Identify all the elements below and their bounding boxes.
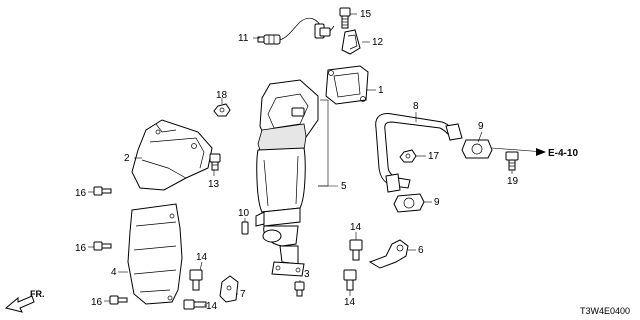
front-direction-marker: FR. bbox=[4, 289, 45, 313]
callout-8: 8 bbox=[413, 101, 419, 112]
callout-14: 14 bbox=[196, 252, 208, 263]
oxygen-sensor[interactable] bbox=[257, 17, 335, 45]
pipe-gasket-upper[interactable] bbox=[461, 139, 493, 159]
callout-9: 9 bbox=[478, 121, 484, 132]
sensor-bracket[interactable] bbox=[341, 29, 361, 55]
reference-code[interactable]: E-4-10 bbox=[548, 148, 578, 159]
callout-16-middle: 16 bbox=[75, 243, 87, 254]
callout-5: 5 bbox=[341, 181, 347, 192]
stay-bracket[interactable] bbox=[219, 275, 239, 303]
leader-lines bbox=[88, 13, 513, 306]
callout-16: 16 bbox=[75, 188, 87, 199]
callout-14-lower-left: 14 bbox=[206, 301, 218, 312]
upper-heat-shield[interactable] bbox=[131, 119, 213, 191]
callout-9-lower: 9 bbox=[434, 197, 440, 208]
front-label: FR. bbox=[30, 289, 45, 299]
manifold-gasket[interactable] bbox=[325, 65, 369, 105]
bolt-13[interactable] bbox=[209, 153, 221, 171]
exhaust-pipe[interactable] bbox=[375, 113, 463, 193]
bolt-16-lower[interactable] bbox=[109, 295, 128, 305]
bolt-14-left[interactable] bbox=[189, 269, 203, 291]
bolt-19[interactable] bbox=[505, 151, 519, 171]
pipe-bracket[interactable] bbox=[368, 239, 409, 269]
callout-labels: 1 2 3 4 5 6 7 8 9 10 11 12 13 14 15 16 1… bbox=[75, 9, 519, 312]
reference-link[interactable]: E-4-10 bbox=[491, 147, 578, 159]
bolt-14-right[interactable] bbox=[349, 239, 363, 261]
lower-heat-shield[interactable] bbox=[127, 203, 183, 305]
callout-1: 1 bbox=[378, 85, 384, 96]
bolt-15[interactable] bbox=[339, 7, 351, 29]
callout-2: 2 bbox=[124, 153, 130, 164]
bolt-16-upper[interactable] bbox=[93, 186, 112, 196]
callout-16-lower: 16 bbox=[91, 297, 103, 308]
bolt-14-lower-left[interactable] bbox=[183, 299, 207, 310]
callout-10: 10 bbox=[238, 208, 250, 219]
callout-15: 15 bbox=[360, 9, 372, 20]
diagram-code: T3W4E0400 bbox=[580, 306, 630, 316]
nut-18[interactable] bbox=[213, 103, 231, 117]
callout-14-right-lower: 14 bbox=[344, 297, 356, 308]
callout-12: 12 bbox=[372, 37, 384, 48]
callout-3: 3 bbox=[304, 269, 310, 280]
callout-14-right: 14 bbox=[350, 222, 362, 233]
callout-11: 11 bbox=[238, 33, 249, 44]
nut-17[interactable] bbox=[399, 149, 417, 163]
pipe-gasket-lower[interactable] bbox=[393, 193, 425, 213]
callout-4: 4 bbox=[111, 267, 117, 278]
callout-19: 19 bbox=[507, 176, 519, 187]
catalytic-converter[interactable] bbox=[255, 79, 319, 277]
callout-7: 7 bbox=[240, 289, 246, 300]
bolt-14-right-lower[interactable] bbox=[343, 269, 357, 291]
bolt-3[interactable] bbox=[294, 281, 305, 297]
stud-10[interactable] bbox=[241, 221, 249, 235]
callout-17: 17 bbox=[428, 151, 440, 162]
bolt-16-middle[interactable] bbox=[93, 241, 112, 251]
callout-18: 18 bbox=[216, 90, 228, 101]
callout-6: 6 bbox=[418, 245, 424, 256]
callout-13: 13 bbox=[208, 179, 220, 190]
